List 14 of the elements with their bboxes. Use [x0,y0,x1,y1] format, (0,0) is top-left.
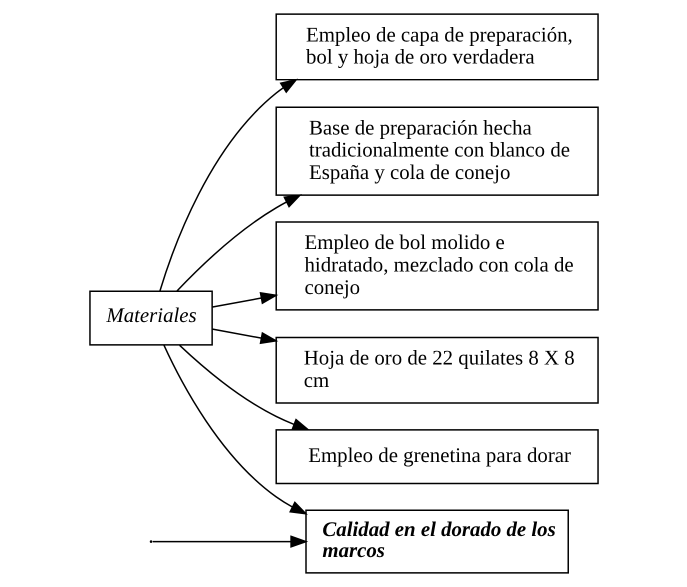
node-box: Hoja de oro de 22 quilates 8 X 8 cm [274,336,598,404]
node-box: Empleo de grenetina para dorar [274,429,598,484]
node-box: Empleo de bol molido e hidratado, mezclado con cola de conejo [274,221,598,311]
arrow [176,194,302,292]
node-box: Materiales [88,290,212,346]
arrow [152,535,308,548]
arrow [158,78,298,292]
node-box: Base de preparación hecha tradicionalmente con blanco de España y cola de conejo [274,106,598,196]
node-box: Empleo de capa de preparación, bol y hoja de oro verdadera [274,13,598,80]
arrow [162,344,308,515]
node-box: Calidad en el dorado de los marcos [304,510,568,574]
arrow [212,328,278,344]
arrow [212,292,278,308]
arrow [178,344,310,431]
